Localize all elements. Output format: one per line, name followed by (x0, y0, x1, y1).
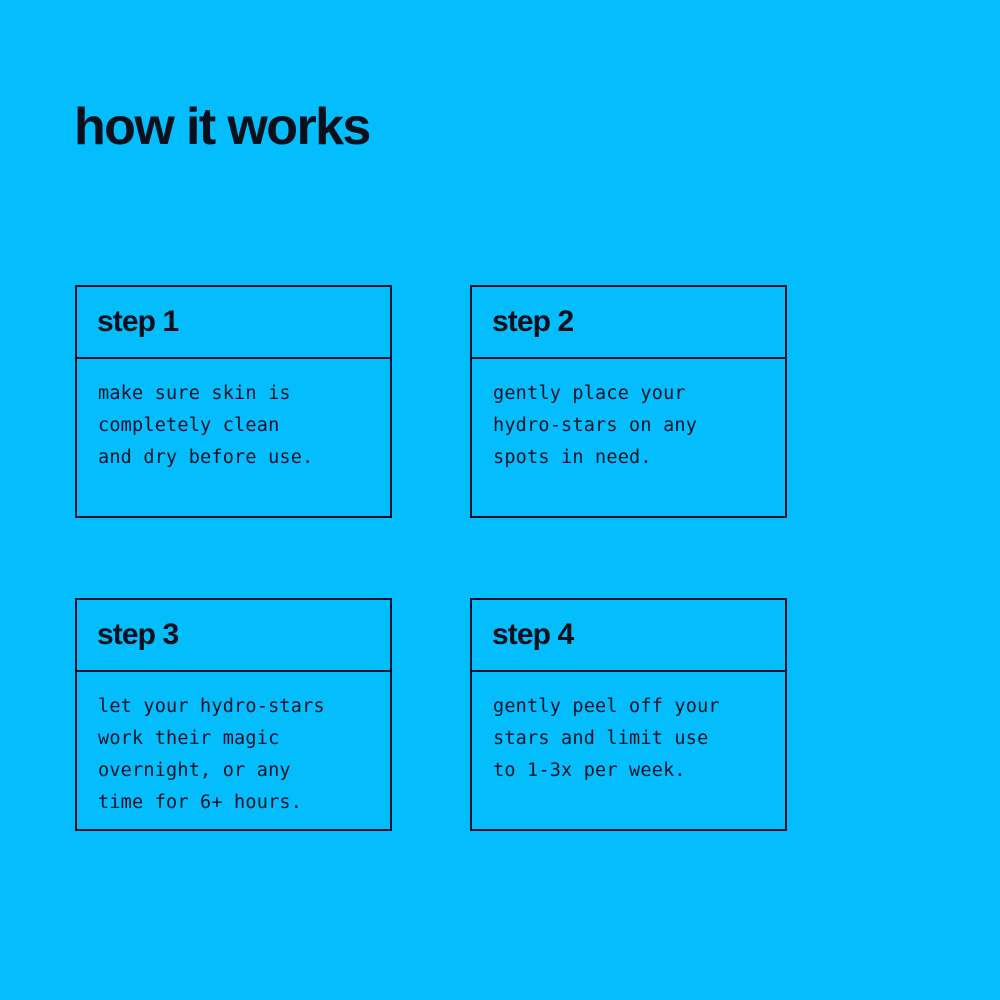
step-card-header-1: step 1 (77, 287, 390, 359)
step-card-body-1: make sure skin is completely clean and d… (77, 359, 390, 516)
step-card-label-4: step 4 (492, 618, 574, 651)
steps-grid: step 1 make sure skin is completely clea… (75, 285, 787, 831)
step-card-3: step 3 let your hydro-stars work their m… (75, 598, 392, 831)
step-card-body-3: let your hydro-stars work their magic ov… (77, 672, 390, 829)
step-card-label-2: step 2 (492, 305, 574, 338)
page-title: how it works (74, 98, 371, 156)
step-card-header-2: step 2 (472, 287, 785, 359)
step-card-body-4: gently peel off your stars and limit use… (472, 672, 785, 829)
step-card-body-2: gently place your hydro-stars on any spo… (472, 359, 785, 516)
step-card-text-1: make sure skin is completely clean and d… (98, 383, 314, 468)
step-card-header-4: step 4 (472, 600, 785, 672)
step-card-text-3: let your hydro-stars work their magic ov… (98, 696, 325, 813)
step-card-text-4: gently peel off your stars and limit use… (493, 696, 720, 781)
step-card-label-1: step 1 (97, 305, 179, 338)
step-card-text-2: gently place your hydro-stars on any spo… (493, 383, 698, 468)
step-card-1: step 1 make sure skin is completely clea… (75, 285, 392, 518)
step-card-label-3: step 3 (97, 618, 179, 651)
step-card-4: step 4 gently peel off your stars and li… (470, 598, 787, 831)
step-card-header-3: step 3 (77, 600, 390, 672)
step-card-2: step 2 gently place your hydro-stars on … (470, 285, 787, 518)
